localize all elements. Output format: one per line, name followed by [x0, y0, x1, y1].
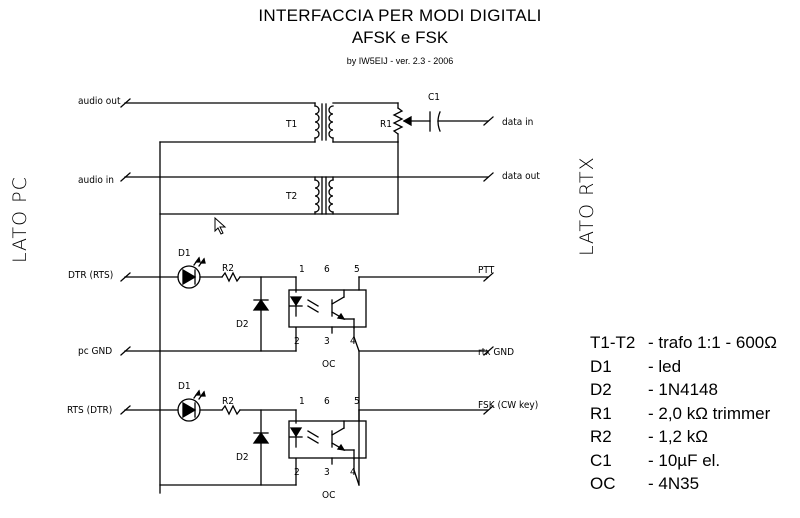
legend-ref: D1 — [590, 356, 612, 376]
legend-ref: D2 — [590, 380, 612, 399]
resistor-r2-bottom — [221, 404, 297, 416]
transformer-t2 — [314, 176, 334, 215]
audio-out-line — [120, 98, 316, 108]
port-label-audio-out: audio out — [78, 96, 121, 107]
pin-4-top: 4 — [350, 336, 356, 347]
port-label-ptt: PTT — [478, 265, 495, 276]
legend-desc: - 1N4148 — [648, 380, 718, 399]
label-oc-bottom: OC — [322, 490, 335, 501]
legend-ref: R1 — [590, 403, 612, 423]
legend-ref: OC — [590, 474, 616, 493]
pin-3-bottom: 3 — [324, 467, 330, 478]
diagram-title: INTERFACCIA PER MODI DIGITALI — [258, 6, 542, 25]
legend-ref: T1-T2 — [590, 333, 636, 352]
capacitor-c1 — [429, 111, 494, 132]
port-label-fsk: FSK (CW key) — [478, 400, 538, 411]
pin-6-bottom: 6 — [324, 396, 330, 407]
label-d2-top: D2 — [236, 319, 249, 330]
pin-1-top: 1 — [299, 264, 305, 275]
legend-desc: - 2,0 kΩ trimmer — [648, 403, 771, 423]
port-label-data-out: data out — [502, 171, 540, 182]
label-d1-bottom: D1 — [178, 381, 191, 392]
diode-d2-top — [252, 276, 270, 352]
ground-bus — [159, 141, 399, 494]
diagram-byline: by IW5EIJ - ver. 2.3 - 2006 — [346, 56, 454, 66]
label-t1: T1 — [285, 119, 297, 130]
pin-2-top: 2 — [294, 336, 300, 347]
pin-5-top: 5 — [354, 264, 360, 275]
legend-ref: R2 — [590, 427, 612, 446]
port-label-pc-gnd: pc GND — [78, 346, 112, 357]
rts-line — [120, 405, 179, 415]
dtr-line — [120, 272, 179, 282]
legend-desc: - trafo 1:1 - 600Ω — [648, 333, 777, 352]
label-d1-top: D1 — [178, 248, 191, 259]
diagram-subtitle: AFSK e FSK — [351, 28, 449, 47]
audio-in-line — [120, 172, 494, 182]
mouse-cursor-icon — [214, 216, 227, 235]
pin-6-top: 6 — [324, 264, 330, 275]
label-d2-bottom: D2 — [236, 452, 249, 463]
pin-1-bottom: 1 — [299, 396, 305, 407]
legend-desc: - 1,2 kΩ — [648, 427, 708, 446]
pin-3-top: 3 — [324, 336, 330, 347]
gnd-line — [120, 346, 494, 356]
label-r2-top: R2 — [222, 263, 234, 274]
label-r1: R1 — [380, 119, 392, 130]
label-r2-bottom: R2 — [222, 396, 234, 407]
led-d1-bottom — [177, 389, 223, 422]
port-label-data-in: data in — [502, 117, 533, 128]
diode-d2-bottom — [252, 409, 270, 486]
port-label-rtx-gnd: rtx GND — [478, 347, 514, 358]
led-d1-top — [177, 256, 223, 289]
optocoupler-top — [288, 272, 494, 352]
legend-ref: C1 — [590, 450, 612, 470]
legend-desc: - led — [648, 356, 682, 376]
label-t2: T2 — [285, 191, 297, 202]
bottom-bus — [159, 350, 360, 486]
transformer-t1 — [314, 103, 334, 143]
legend-desc: - 4N35 — [648, 474, 700, 493]
pin-5-bottom: 5 — [354, 396, 360, 407]
port-label-audio-in: audio in — [78, 175, 114, 186]
resistor-r2-top — [221, 271, 297, 283]
legend-desc: - 10µF el. — [648, 450, 721, 470]
pin-4-bottom: 4 — [350, 467, 356, 478]
port-label-rts: RTS (DTR) — [67, 405, 112, 416]
pin-2-bottom: 2 — [294, 467, 300, 478]
label-c1: C1 — [428, 92, 440, 103]
r1-trimmer — [332, 102, 431, 143]
label-oc-top: OC — [322, 359, 335, 370]
optocoupler-bottom — [288, 405, 494, 486]
port-label-dtr: DTR (RTS) — [68, 270, 113, 281]
